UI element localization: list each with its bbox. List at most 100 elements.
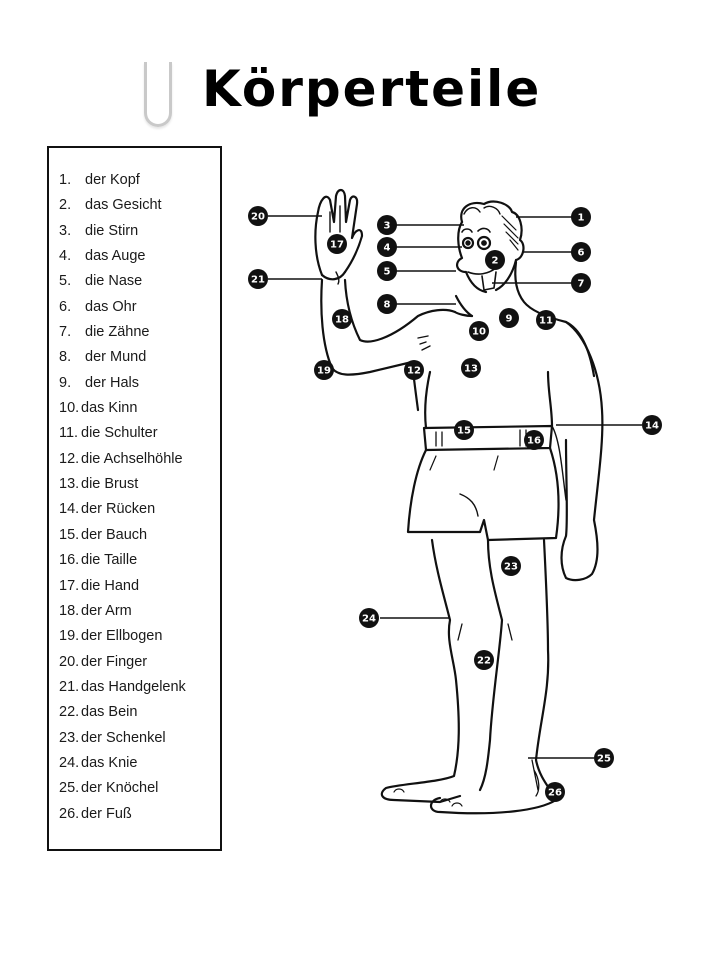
vocabulary-term: der Finger <box>81 653 148 670</box>
callout-marker-17: 17 <box>327 234 347 254</box>
vocabulary-number: 16. <box>59 552 80 569</box>
vocabulary-term: der Arm <box>81 602 132 619</box>
marker-number: 13 <box>464 364 478 375</box>
callout-marker-20: 20 <box>248 206 268 226</box>
callout-marker-3: 3 <box>377 215 397 235</box>
marker-number: 3 <box>384 221 391 232</box>
vocabulary-term: die Hand <box>81 577 140 594</box>
vocabulary-term: das Kinn <box>81 400 138 417</box>
vocabulary-item: 9. der Hals <box>59 371 220 396</box>
marker-number: 14 <box>645 421 659 432</box>
marker-circle <box>377 261 397 281</box>
vocabulary-number: 26. <box>59 805 80 822</box>
marker-number: 17 <box>330 240 344 251</box>
marker-circle <box>377 294 397 314</box>
marker-circle <box>501 556 521 576</box>
vocabulary-item: 19.der Ellbogen <box>59 624 220 649</box>
vocabulary-term: die Stirn <box>85 222 139 239</box>
vocabulary-item: 23.der Schenkel <box>59 726 220 751</box>
marker-number: 23 <box>504 562 518 573</box>
vocabulary-number: 9. <box>59 374 72 391</box>
vocabulary-number: 22. <box>59 704 80 721</box>
callout-marker-18: 18 <box>332 309 352 329</box>
marker-circle <box>545 782 565 802</box>
vocabulary-term: der Hals <box>85 374 139 391</box>
vocabulary-number: 6. <box>59 298 72 315</box>
vocabulary-number: 18. <box>59 602 80 619</box>
vocabulary-item: 11.die Schulter <box>59 421 220 446</box>
vocabulary-term: der Rücken <box>81 501 156 518</box>
vocabulary-item: 1.der Kopf <box>59 168 220 193</box>
marker-circle <box>485 250 505 270</box>
marker-number: 22 <box>477 656 491 667</box>
vocabulary-item: 7.die Zähne <box>59 320 220 345</box>
vocabulary-term: die Schulter <box>81 425 158 442</box>
vocabulary-item: 21.das Handgelenk <box>59 675 220 700</box>
vocabulary-term: der Bauch <box>81 526 148 543</box>
marker-number: 24 <box>362 614 376 625</box>
marker-circle <box>377 215 397 235</box>
callout-marker-10: 10 <box>469 321 489 341</box>
marker-circle <box>248 269 268 289</box>
marker-circle <box>524 430 544 450</box>
marker-number: 21 <box>251 275 265 286</box>
vocabulary-term: die Achselhöhle <box>81 450 183 467</box>
leader-lines <box>268 215 642 759</box>
marker-number: 7 <box>578 279 585 290</box>
marker-number: 11 <box>539 316 553 327</box>
marker-number: 10 <box>472 327 486 338</box>
vocabulary-number: 24. <box>59 754 80 771</box>
marker-circle <box>571 242 591 262</box>
vocabulary-number: 12. <box>59 450 80 467</box>
callout-marker-24: 24 <box>359 608 379 628</box>
marker-circle <box>359 608 379 628</box>
vocabulary-item: 24.das Knie <box>59 751 220 776</box>
vocabulary-number: 13. <box>59 476 80 493</box>
callout-marker-4: 4 <box>377 237 397 257</box>
vocabulary-term: der Ellbogen <box>81 628 163 645</box>
vocabulary-number: 23. <box>59 729 80 746</box>
marker-number: 25 <box>597 754 611 765</box>
marker-circle <box>469 321 489 341</box>
marker-circle <box>571 207 591 227</box>
vocabulary-number: 25. <box>59 780 80 797</box>
figure-outline <box>314 188 604 815</box>
callout-marker-26: 26 <box>545 782 565 802</box>
vocabulary-number: 15. <box>59 526 80 543</box>
vocabulary-number: 7. <box>59 324 72 341</box>
marker-circle <box>314 360 334 380</box>
marker-number: 16 <box>527 436 541 447</box>
callout-marker-7: 7 <box>571 273 591 293</box>
vocabulary-term: die Nase <box>85 273 143 290</box>
callout-marker-15: 15 <box>454 420 474 440</box>
callout-marker-11: 11 <box>536 310 556 330</box>
vocabulary-item: 14.der Rücken <box>59 497 220 522</box>
vocabulary-item: 8.der Mund <box>59 345 220 370</box>
marker-number: 15 <box>457 426 471 437</box>
marker-circle <box>404 360 424 380</box>
marker-number: 19 <box>317 366 331 377</box>
marker-circle <box>327 234 347 254</box>
marker-number: 20 <box>251 212 265 223</box>
callout-marker-21: 21 <box>248 269 268 289</box>
vocabulary-term: der Schenkel <box>81 729 166 746</box>
marker-number: 1 <box>578 213 585 224</box>
vocabulary-number: 19. <box>59 628 80 645</box>
vocabulary-number: 10. <box>59 400 80 417</box>
callout-marker-5: 5 <box>377 261 397 281</box>
marker-number: 4 <box>384 243 391 254</box>
callout-marker-2: 2 <box>485 250 505 270</box>
callout-marker-1: 1 <box>571 207 591 227</box>
paperclip-icon <box>144 62 172 127</box>
marker-circle <box>642 415 662 435</box>
marker-circle <box>571 273 591 293</box>
marker-circle <box>499 308 519 328</box>
callout-marker-22: 22 <box>474 650 494 670</box>
vocabulary-number: 17. <box>59 577 80 594</box>
marker-number: 5 <box>384 267 391 278</box>
vocabulary-number: 3. <box>59 222 72 239</box>
marker-circle <box>474 650 494 670</box>
marker-circle <box>454 420 474 440</box>
